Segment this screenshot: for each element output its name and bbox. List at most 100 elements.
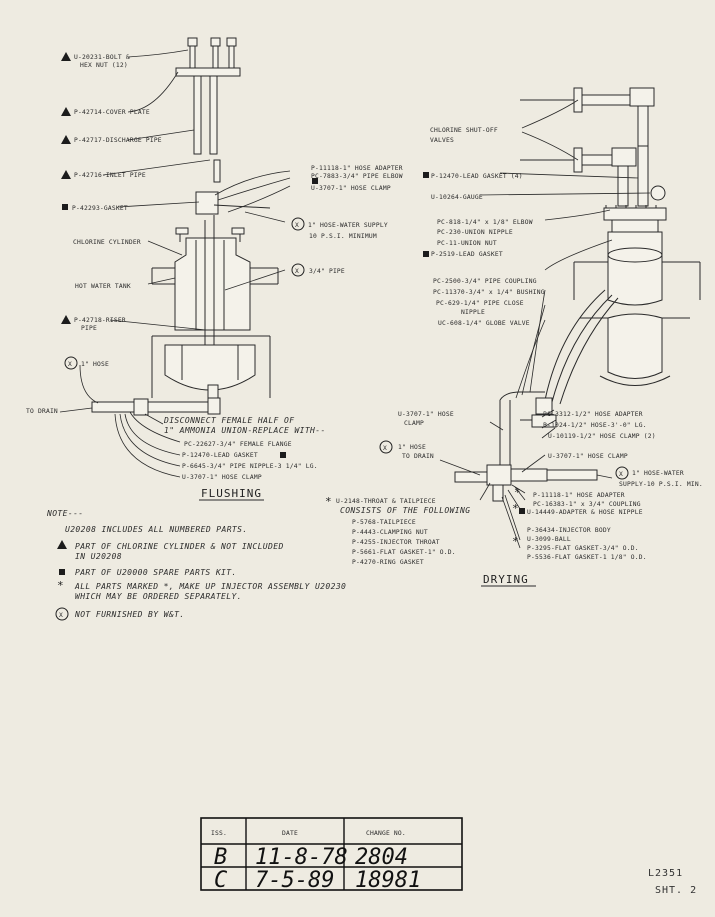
label-elbow: PC-818-1/4" x 1/8" ELBOW (437, 219, 533, 226)
label-drain-hose: 1" HOSE (398, 444, 426, 451)
injector-asterisk-icon: * (512, 535, 520, 548)
note-line-3: PART OF U20000 SPARE PARTS KIT. (75, 568, 237, 577)
spare-parts-icon (280, 452, 286, 458)
svg-text:X: X (68, 361, 72, 368)
label-pipe-elbow: PC-7883-3/4" PIPE ELBOW (311, 173, 403, 180)
notes-block: NOTE--- U20208 INCLUDES ALL NUMBERED PAR… (46, 509, 346, 619)
spare-parts-icon (62, 204, 68, 210)
not-furnished-icon: X (55, 607, 69, 621)
label-hot-water-tank: HOT WATER TANK (75, 283, 131, 290)
label-ring-gasket: P-4270-RING GASKET (352, 559, 424, 566)
drying-title: DRYING (483, 573, 529, 586)
sheet-number: SHT. 2 (655, 885, 697, 896)
not-furnished-icon: X (379, 440, 393, 454)
label-lead-gasket-4: P-12470-LEAD GASKET (4) (431, 173, 523, 180)
spare-parts-icon (519, 508, 525, 514)
label-supply-psi: SUPPLY-10 P.S.I. MIN. (619, 481, 703, 488)
label-bolt: U-20231-BOLT & (74, 54, 130, 61)
svg-text:X: X (383, 445, 387, 452)
injector-asterisk-icon: * (57, 579, 65, 592)
label-coupling: PC-16383-1" x 3/4" COUPLING (533, 501, 641, 508)
note-line-2b: IN U20208 (75, 552, 122, 561)
label-nipple: NIPPLE (461, 309, 485, 316)
flushing-labels: U-20231-BOLT & HEX NUT (12) P-42714-COVE… (26, 54, 403, 501)
not-furnished-icon: X (291, 217, 305, 231)
injector-asterisk-icon: * (512, 502, 520, 515)
cylinder-part-icon (61, 315, 71, 324)
label-gasket: P-42293-GASKET (72, 205, 128, 212)
label-union-nipple: PC-230-UNION NIPPLE (437, 229, 513, 236)
label-drain: TO DRAIN (402, 453, 434, 460)
drawing-number: L2351 (648, 868, 683, 879)
label-ball: U-3099-BALL (527, 536, 571, 543)
label-injector-body: P-36434-INJECTOR BODY (527, 527, 611, 534)
label-shutoff-valves: CHLORINE SHUT-OFF (430, 127, 498, 134)
label-riser-pipe: PIPE (81, 325, 97, 332)
label-pipe-nipple: P-6645-3/4" PIPE NIPPLE-3 1/4" LG. (182, 463, 318, 470)
label-hose-adapter: P-11118-1" HOSE ADAPTER (311, 165, 403, 172)
label-hose-clamp: U-3707-1" HOSE CLAMP (311, 185, 391, 192)
label-pipe-coupling: PC-2500-3/4" PIPE COUPLING (433, 278, 537, 285)
label-gauge: U-10264-GAUGE (431, 194, 483, 201)
label-hose-adapter-half: PC-3312-1/2" HOSE ADAPTER (543, 411, 643, 418)
label-clamp: CLAMP (404, 420, 424, 427)
label-valves: VALVES (430, 137, 454, 144)
cylinder-part-icon (61, 52, 71, 61)
label-globe-valve: UC-608-1/4" GLOBE VALVE (438, 320, 530, 327)
label-flat-gasket-118: P-5536-FLAT GASKET-1 1/8" O.D. (527, 554, 647, 561)
label-to-drain: TO DRAIN (26, 408, 58, 415)
note-line-4a: ALL PARTS MARKED *, MAKE UP INJECTOR ASS… (74, 582, 346, 591)
label-hose-clamp-b: U-3707-1" HOSE CLAMP (548, 453, 628, 460)
label-hose-water-supply: 1" HOSE-WATER SUPPLY (308, 222, 388, 229)
spare-parts-icon (423, 251, 429, 257)
label-female-flange: PC-22627-3/4" FEMALE FLANGE (184, 441, 292, 448)
rev-header-change: CHANGE NO. (366, 830, 406, 837)
label-cover-plate: P-42714-COVER PLATE (74, 109, 150, 116)
cylinder-part-icon (61, 135, 71, 144)
label-adapter-nipple: U-14449-ADAPTER & HOSE NIPPLE (527, 509, 643, 516)
cylinder-part-icon (61, 107, 71, 116)
label-hose-adapter-1in: P-11118-1" HOSE ADAPTER (533, 492, 625, 499)
drying-labels: CHLORINE SHUT-OFF VALVES P-12470-LEAD GA… (336, 127, 703, 587)
label-chlorine-cylinder: CHLORINE CYLINDER (73, 239, 141, 246)
label-flat-gasket-34: P-3295-FLAT GASKET-3/4" O.D. (527, 545, 639, 552)
note-line-4b: WHICH MAY BE ORDERED SEPARATELY. (75, 592, 242, 601)
label-lead-gasket: P-12470-LEAD GASKET (182, 452, 258, 459)
note-line-5: NOT FURNISHED BY W&T. (74, 610, 185, 619)
label-riser: P-42718-RISER (74, 317, 126, 324)
label-close-nipple: PC-629-1/4" PIPE CLOSE (436, 300, 524, 307)
note-line-2a: PART OF CHLORINE CYLINDER & NOT INCLUDED (75, 542, 284, 551)
label-clamping-nut: P-4443-CLAMPING NUT (352, 529, 428, 536)
label-lead-gasket-2519: P-2519-LEAD GASKET (431, 251, 503, 258)
label-hose-clamp-a: U-3707-1" HOSE (398, 411, 454, 418)
not-furnished-icon: X (291, 263, 305, 277)
note-heading: NOTE--- (46, 509, 84, 518)
label-hose-clamp-lower: U-3707-1" HOSE CLAMP (182, 474, 262, 481)
label-hose-length: P-1024-1/2" HOSE-3'-0" LG. (543, 422, 647, 429)
rev-row-2-iss: C (214, 868, 228, 893)
spare-parts-icon (423, 172, 429, 178)
not-furnished-icon: X (615, 466, 629, 480)
rev-header-date: DATE (282, 830, 298, 837)
label-hose: 1" HOSE (81, 361, 109, 368)
rev-row-2-date: 7-5-89 (255, 868, 334, 893)
injector-asterisk-icon: * (514, 486, 522, 499)
rev-row-1-iss: B (214, 845, 227, 870)
rev-header-iss: ISS. (211, 830, 227, 837)
label-tailpiece: P-5768-TAILPIECE (352, 519, 416, 526)
cylinder-part-icon (57, 540, 67, 549)
spare-parts-icon (59, 569, 65, 575)
label-union-nut: PC-11-UNION NUT (437, 240, 497, 247)
revision-table: ISS. DATE CHANGE NO. B 11-8-78 2804 C 7-… (200, 817, 463, 893)
rev-row-1-date: 11-8-78 (255, 845, 348, 870)
rev-row-1-change: 2804 (355, 845, 408, 870)
label-inlet-pipe: P-42716-INLET PIPE (74, 172, 146, 179)
svg-text:X: X (59, 612, 63, 619)
drying-assembly-drawing (439, 87, 701, 549)
label-minimum-psi: 10 P.S.I. MINIMUM (309, 233, 377, 240)
label-discharge-pipe: P-42717-DISCHARGE PIPE (74, 137, 162, 144)
spare-parts-icon (312, 178, 318, 184)
label-bolt-qty: HEX NUT (12) (80, 62, 128, 69)
